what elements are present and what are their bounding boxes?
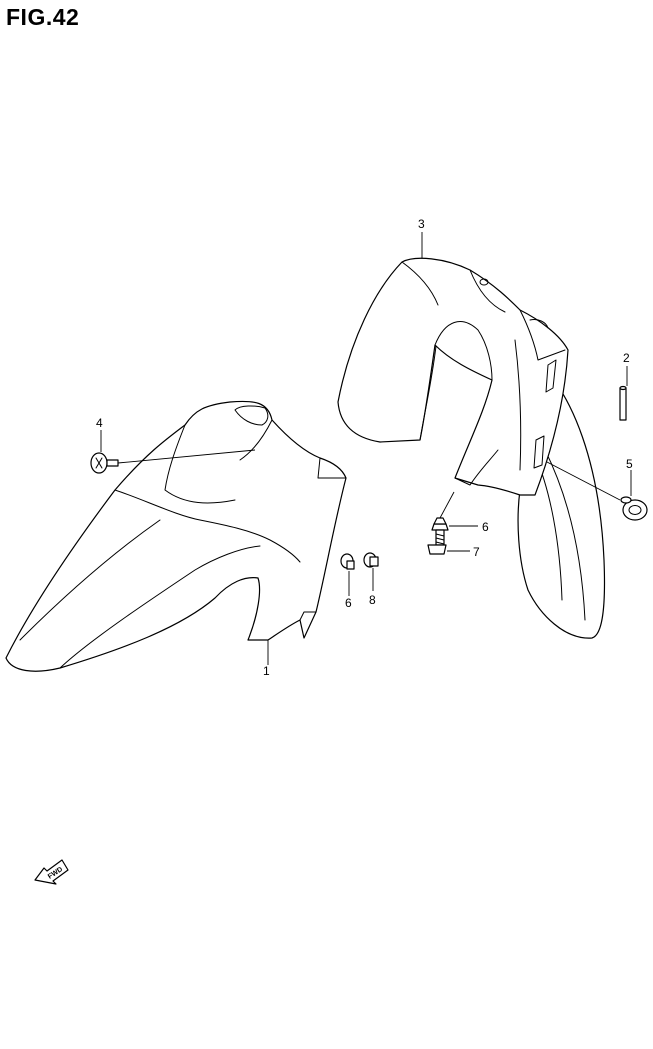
callout-6-upper: 6 <box>482 520 489 534</box>
leader-lines <box>100 232 632 665</box>
part-5-grommet <box>620 496 648 521</box>
callout-5: 5 <box>626 457 633 471</box>
part-3-body <box>337 257 569 496</box>
callouts: 1 2 3 4 5 6 7 6 8 <box>96 217 633 678</box>
part-6-nut-upper <box>431 517 449 531</box>
part-1-front-fender <box>5 400 347 672</box>
callout-1: 1 <box>263 664 270 678</box>
callout-2: 2 <box>623 351 630 365</box>
callout-6-lower: 6 <box>345 596 352 610</box>
part-6-nut-lower <box>340 553 355 570</box>
fwd-arrow-icon: FWD <box>34 859 69 885</box>
part-3-inner-fender <box>337 257 606 639</box>
figure-title: FIG.42 <box>6 4 80 30</box>
callout-4: 4 <box>96 416 103 430</box>
part-7-bolt <box>427 529 447 555</box>
part-4-screw <box>90 452 119 474</box>
callout-8: 8 <box>369 593 376 607</box>
callout-7: 7 <box>473 545 480 559</box>
part-8-screw <box>363 552 379 568</box>
callout-3: 3 <box>418 217 425 231</box>
part-1-body <box>5 400 347 672</box>
part-2-pin <box>619 385 627 421</box>
